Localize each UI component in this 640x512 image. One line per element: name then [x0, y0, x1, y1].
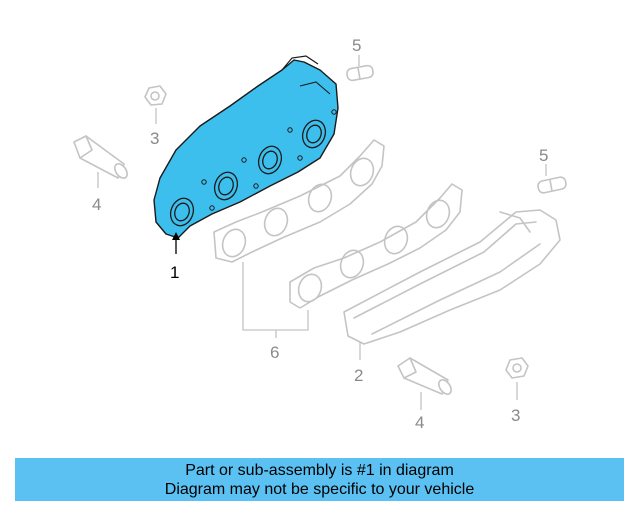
callout-6: 6 [270, 343, 279, 362]
callout-4-bottom: 4 [415, 413, 424, 432]
gasket-part-6-upper[interactable] [213, 139, 385, 263]
leader-1-arrow [172, 232, 180, 240]
info-banner: Part or sub-assembly is #1 in diagram Di… [15, 458, 624, 501]
callout-4-top: 4 [92, 195, 101, 214]
callout-1: 1 [170, 263, 179, 282]
callout-5-right: 5 [539, 146, 548, 165]
gasket-part-6-lower[interactable] [289, 183, 463, 309]
callout-3-bottom: 3 [511, 406, 520, 425]
nut-part-3-bottom[interactable] [505, 357, 529, 379]
stud-part-5-right[interactable] [537, 176, 567, 194]
sleeve-part-4-bottom[interactable] [397, 357, 454, 396]
exploded-parts-diagram: 5 3 4 5 6 2 [73, 36, 567, 432]
exhaust-manifold-part-2[interactable] [343, 209, 561, 345]
heat-shield-part-1[interactable] [153, 55, 339, 239]
callout-5-top: 5 [352, 36, 361, 55]
sleeve-part-4-top[interactable] [73, 135, 130, 180]
stud-part-5-top[interactable] [346, 64, 374, 82]
banner-line-1: Part or sub-assembly is #1 in diagram [185, 461, 454, 479]
banner-line-2: Diagram may not be specific to your vehi… [164, 480, 475, 498]
callout-2: 2 [354, 366, 363, 385]
nut-part-3-top[interactable] [144, 85, 167, 106]
callout-3-top: 3 [150, 129, 159, 148]
